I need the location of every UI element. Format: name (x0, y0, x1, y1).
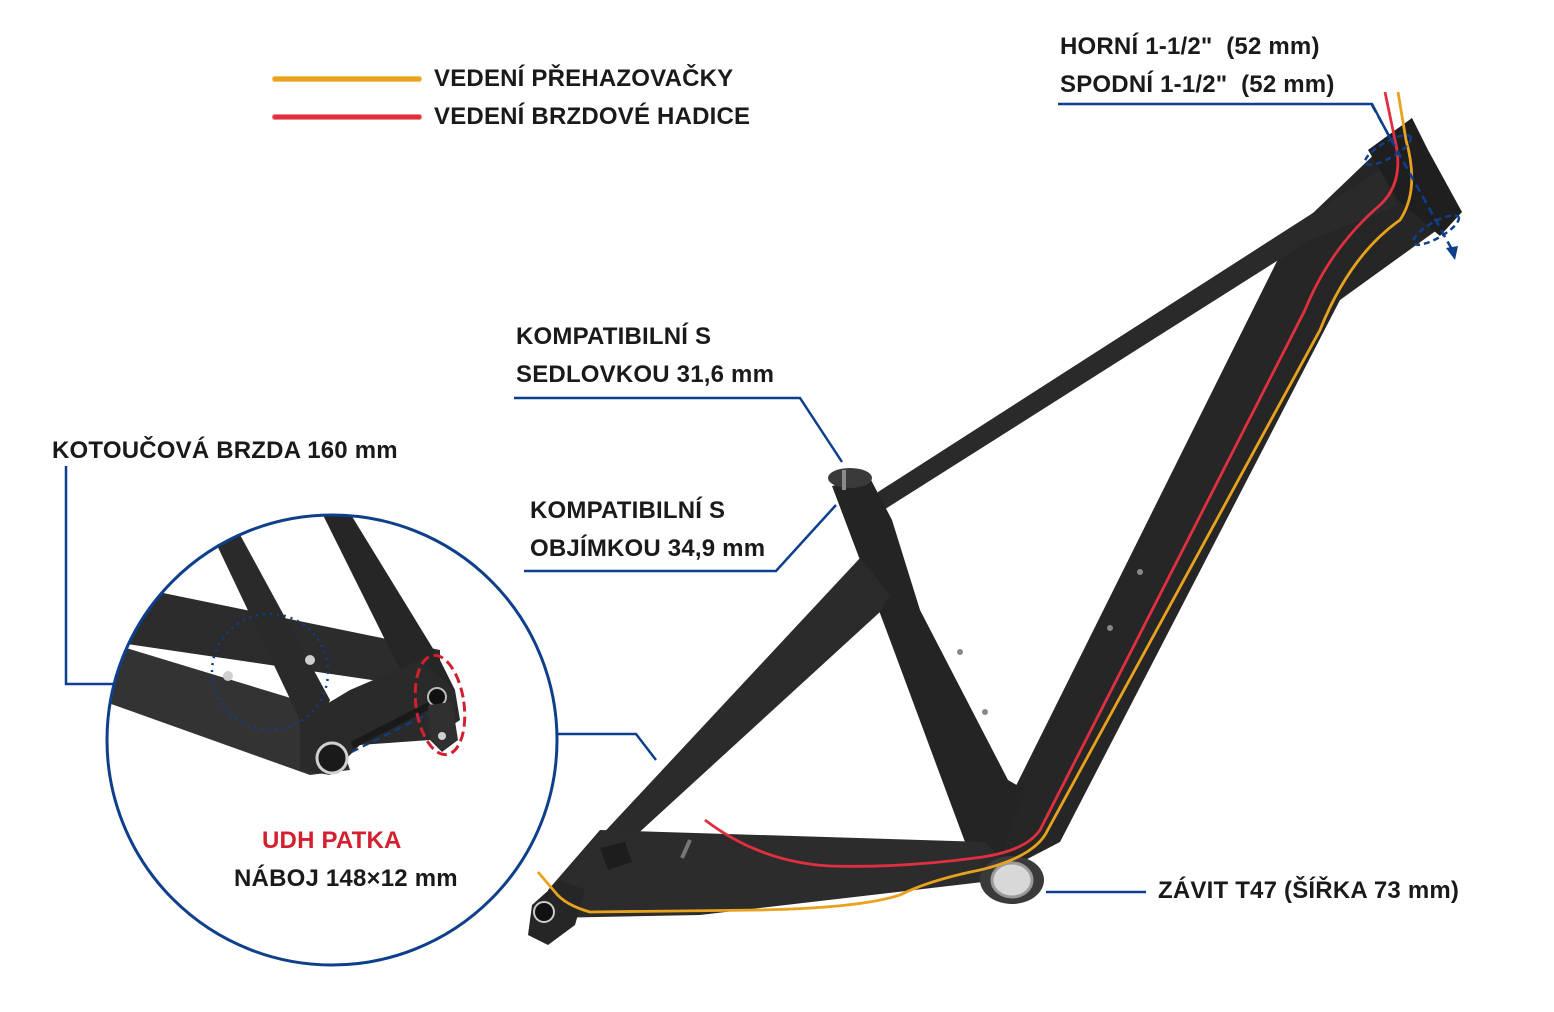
chain-stay (548, 830, 1002, 918)
chainstay-bridge (600, 842, 632, 870)
bb-label: ZÁVIT T47 (ŠÍŘKA 73 mm) (1158, 877, 1460, 904)
zoom-brake-bolt (223, 671, 233, 681)
legend-label-derailleur: VEDENÍ PŘEHAZOVAČKY (434, 65, 734, 92)
lower-headset-marker (1411, 214, 1461, 246)
zoom-axle-dash (351, 707, 441, 753)
zoom-seatstay-right (318, 515, 455, 700)
derailleur-cable (536, 91, 1414, 914)
disc-brake-label: KOTOUČOVÁ BRZDA 160 mm (52, 437, 398, 464)
down-tube (988, 118, 1462, 868)
rear-axle (533, 901, 555, 923)
upper-headset-marker (1363, 134, 1413, 166)
seatpost-label-line1: KOMPATIBILNÍ S (516, 323, 712, 350)
seat-clamp-slot (842, 470, 846, 490)
seatpost-leader (514, 396, 844, 463)
disc-mount-marker (210, 612, 330, 732)
headset-top-label: HORNÍ 1-1/2" (52 mm) (1060, 33, 1320, 60)
seat-tube-top (828, 468, 872, 488)
clamp-label-line2: OBJÍMKOU 34,9 mm (530, 535, 766, 562)
zoom-axle (350, 696, 442, 749)
clamp-leader (524, 504, 837, 573)
headset-leader (1058, 102, 1392, 139)
cable-guide (680, 839, 692, 859)
zoom-seatstay-left (205, 520, 330, 730)
zoom-leader (552, 732, 657, 761)
cable-routing (536, 91, 1414, 914)
zoom-circle-border (105, 513, 559, 967)
brake-hose (704, 91, 1400, 868)
legend-label-brake: VEDENÍ BRZDOVÉ HADICE (434, 103, 751, 130)
rear-dropout-zoom (105, 513, 559, 967)
steerer-arrow-icon (1446, 246, 1458, 260)
zoom-axle-nut (315, 741, 349, 775)
hub-label: NÁBOJ 148×12 mm (234, 865, 458, 892)
seat-tube (832, 478, 1025, 860)
zoom-hanger-hole (438, 732, 446, 740)
bottle-boss (982, 709, 988, 715)
legend-swatch-brake (272, 114, 422, 120)
zoom-inner-stay (107, 640, 350, 775)
zoom-brake-bolt (305, 655, 315, 665)
leader-lines (64, 102, 1392, 894)
rear-dropout (528, 880, 585, 945)
bottle-boss (1137, 569, 1143, 575)
zoom-udh-hanger (428, 702, 458, 752)
seatpost-label-line2: SEDLOVKOU 31,6 mm (516, 361, 775, 388)
bottle-boss (1107, 625, 1113, 631)
bottom-bracket-bore (990, 861, 1034, 899)
udh-highlight (413, 653, 467, 757)
bottle-boss (957, 649, 963, 655)
head-tube (1368, 118, 1462, 236)
clamp-label-line1: KOMPATIBILNÍ S (530, 497, 726, 524)
headset-bottom-label: SPODNÍ 1-1/2" (52 mm) (1060, 71, 1335, 98)
udh-label: UDH PATKA (262, 827, 402, 854)
top-tube (860, 170, 1398, 525)
seat-stay (555, 558, 890, 885)
legend-swatch-derailleur (272, 76, 422, 82)
frame (528, 118, 1462, 945)
